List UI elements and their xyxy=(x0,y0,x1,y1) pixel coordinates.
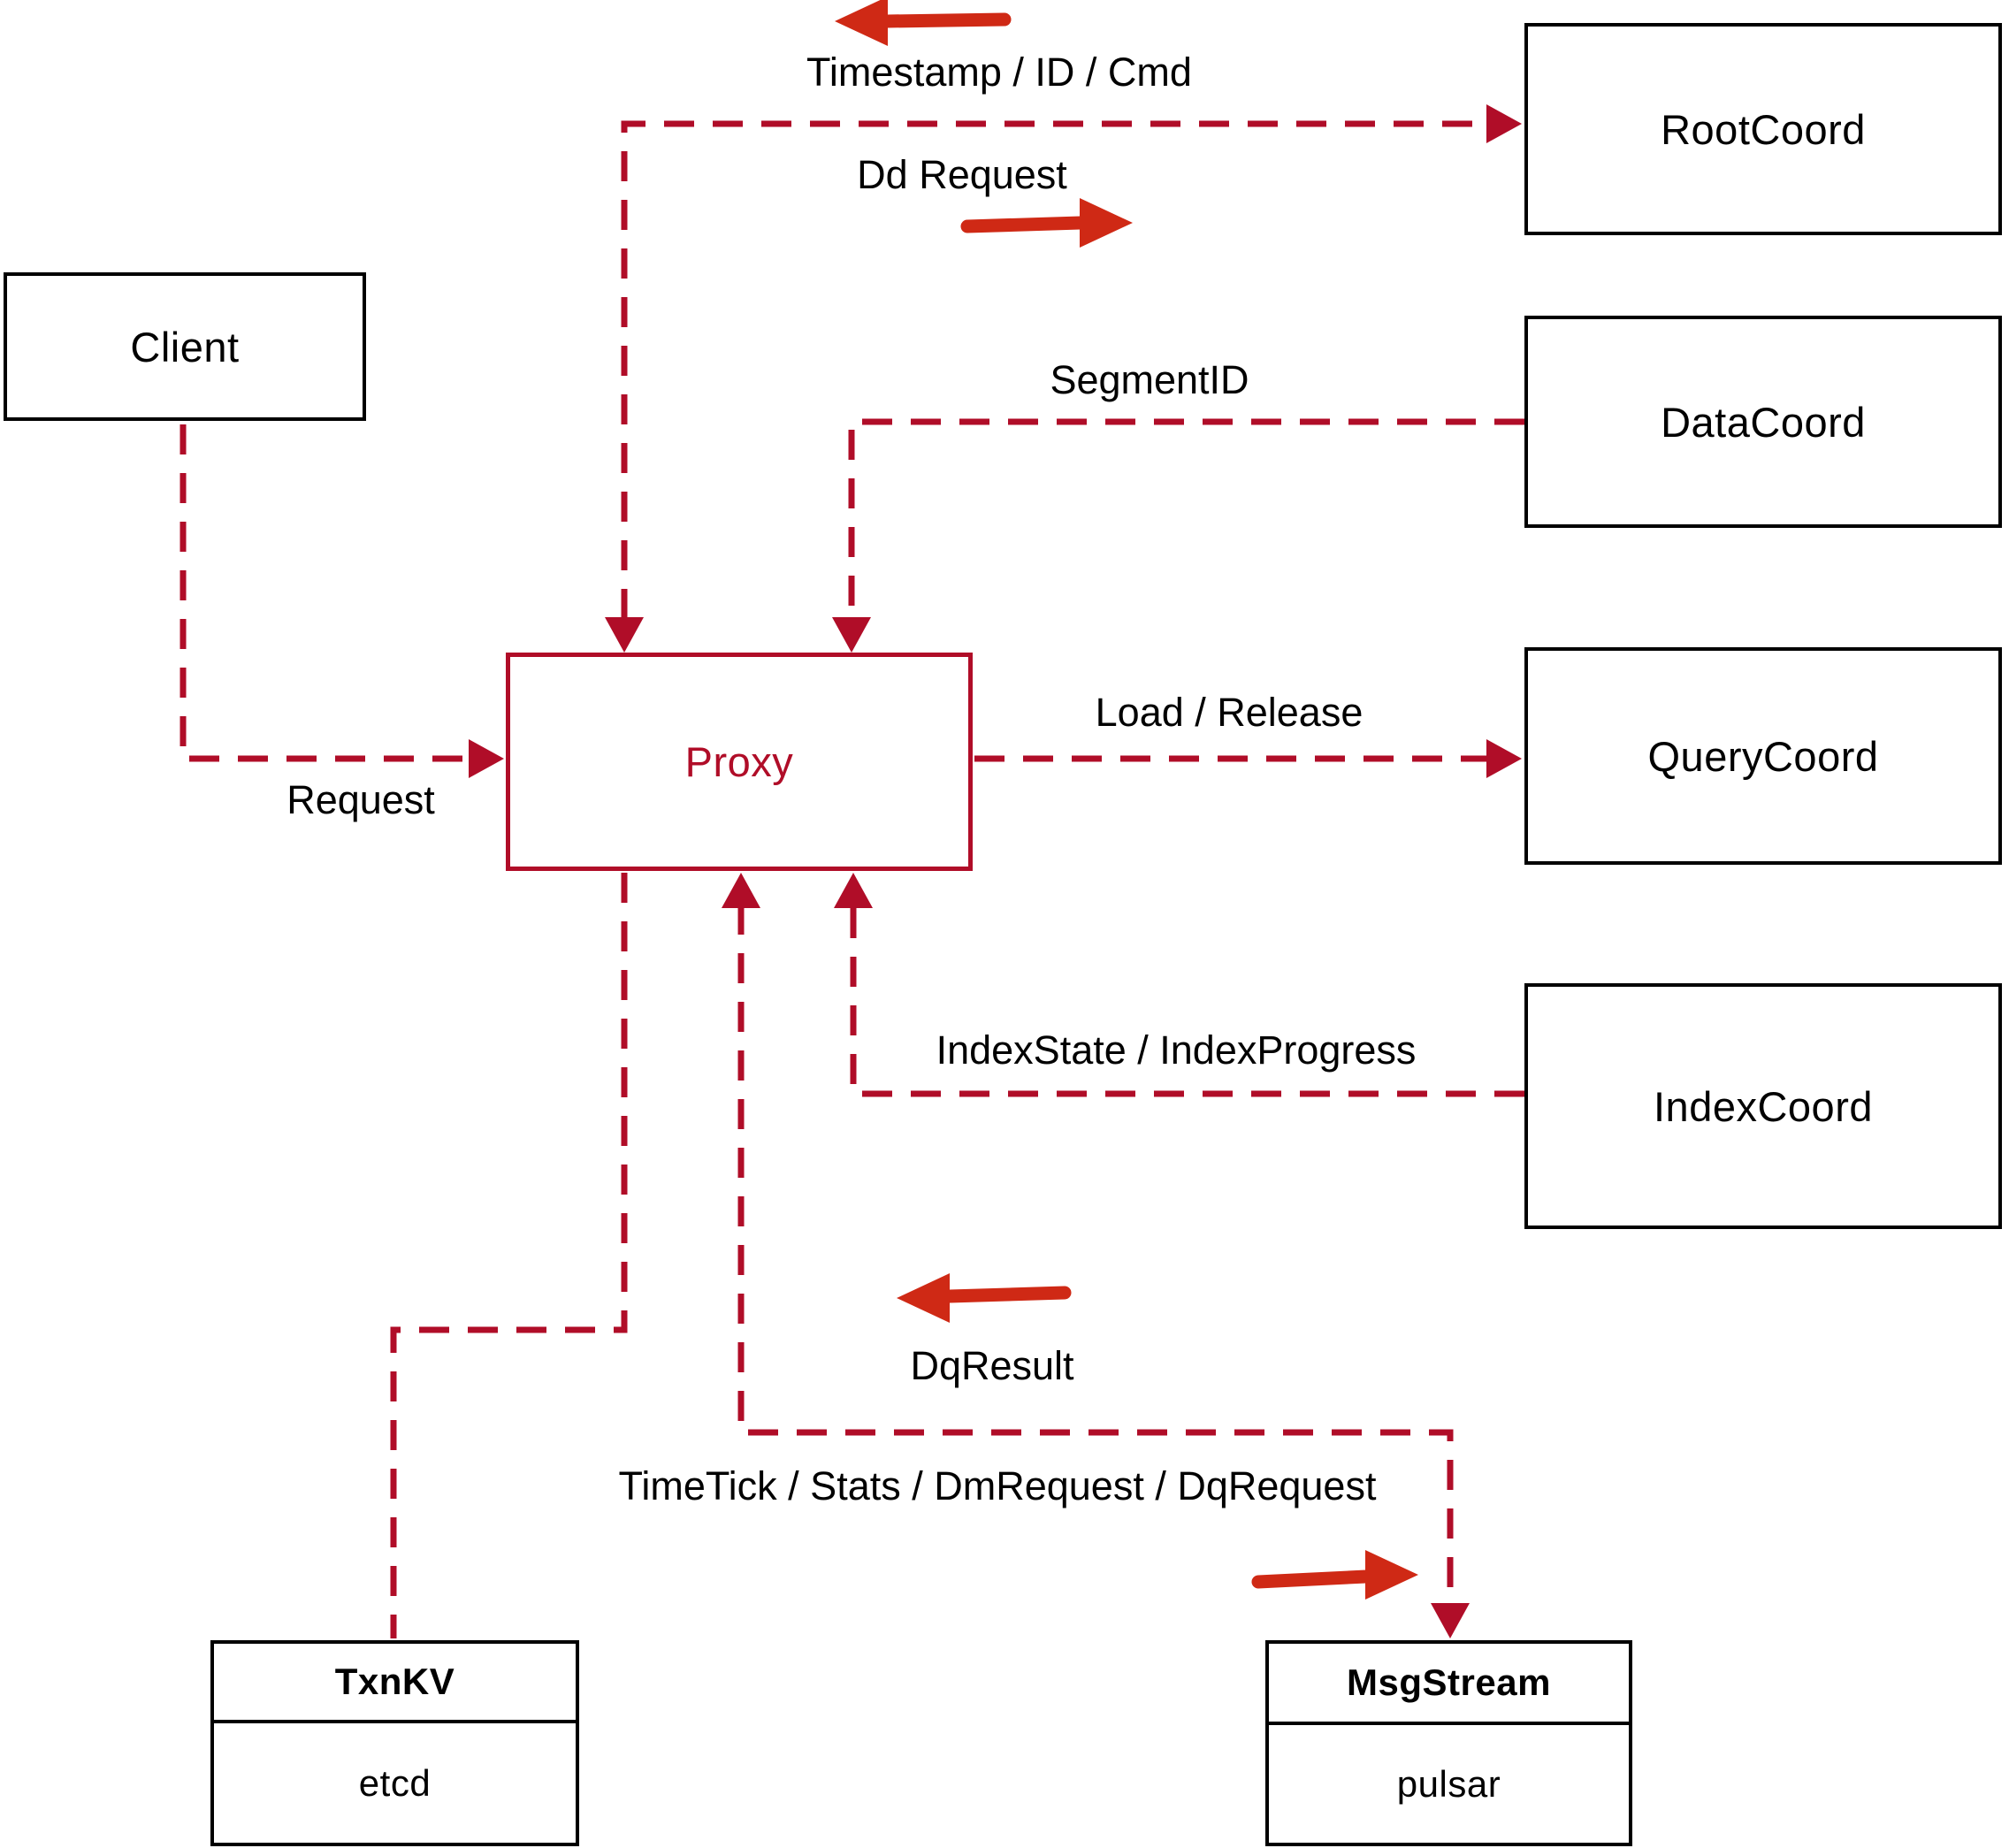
node-txnkv: TxnKV etcd xyxy=(210,1640,579,1846)
edge-label-request: Request xyxy=(286,777,435,822)
right-arrow-timetick-icon xyxy=(1251,1569,1373,1589)
edge-label-timetick: TimeTick / Stats / DmRequest / DqRequest xyxy=(618,1463,1377,1508)
arrowhead-into-querycoord xyxy=(1486,739,1522,778)
arrowhead-into-proxy-bottom-right xyxy=(834,873,873,908)
node-datacoord-label: DataCoord xyxy=(1661,398,1866,446)
node-txnkv-title: TxnKV xyxy=(214,1644,576,1723)
node-proxy: Proxy xyxy=(506,653,973,871)
arrowhead-into-msgstream xyxy=(1431,1603,1470,1638)
edge-label-index-state: IndexState / IndexProgress xyxy=(936,1027,1417,1073)
connector-proxy-msgstream xyxy=(737,905,1454,1607)
node-querycoord: QueryCoord xyxy=(1524,647,2002,865)
left-arrowhead-timestamp-icon xyxy=(835,0,888,46)
edge-label-timestamp-id-cmd: Timestamp / ID / Cmd xyxy=(806,50,1192,95)
node-proxy-label: Proxy xyxy=(684,738,794,785)
left-arrow-timestamp-icon xyxy=(881,12,1012,28)
arrowhead-into-proxy-top-right xyxy=(832,617,871,653)
right-arrow-dd-request-icon xyxy=(960,216,1088,233)
node-rootcoord: RootCoord xyxy=(1524,23,2002,235)
node-rootcoord-label: RootCoord xyxy=(1661,105,1866,153)
node-datacoord: DataCoord xyxy=(1524,316,2002,528)
node-msgstream-title: MsgStream xyxy=(1269,1644,1629,1725)
connector-indexcoord-proxy xyxy=(850,905,1524,1097)
node-client-label: Client xyxy=(130,323,240,370)
edge-label-load-release: Load / Release xyxy=(1095,690,1364,735)
node-msgstream-subtitle: pulsar xyxy=(1396,1762,1501,1805)
node-txnkv-subtitle: etcd xyxy=(358,1761,432,1804)
node-indexcoord: IndexCoord xyxy=(1524,983,2002,1229)
connector-proxy-rootcoord xyxy=(621,120,1488,619)
left-arrowhead-dqresult-icon xyxy=(897,1273,950,1323)
connector-client-proxy xyxy=(180,424,470,762)
arrowhead-into-proxy-bottom-left xyxy=(722,873,760,908)
left-arrow-dqresult-icon xyxy=(943,1286,1072,1303)
arrowhead-into-rootcoord xyxy=(1486,104,1522,143)
connector-datacoord-proxy xyxy=(848,418,1524,619)
node-indexcoord-label: IndexCoord xyxy=(1654,1082,1873,1130)
edge-label-segment-id: SegmentID xyxy=(1050,357,1249,402)
edge-label-dq-result: DqResult xyxy=(910,1343,1074,1388)
arrowhead-into-proxy-left xyxy=(469,739,504,778)
edge-label-dd-request: Dd Request xyxy=(857,152,1067,197)
arrowhead-into-proxy-top-left xyxy=(605,617,644,653)
node-client: Client xyxy=(4,272,366,421)
right-arrowhead-timetick-icon xyxy=(1365,1550,1418,1600)
connector-proxy-txnkv xyxy=(390,873,628,1638)
node-querycoord-label: QueryCoord xyxy=(1647,732,1879,780)
node-msgstream: MsgStream pulsar xyxy=(1265,1640,1632,1846)
right-arrowhead-dd-request-icon xyxy=(1080,198,1133,248)
